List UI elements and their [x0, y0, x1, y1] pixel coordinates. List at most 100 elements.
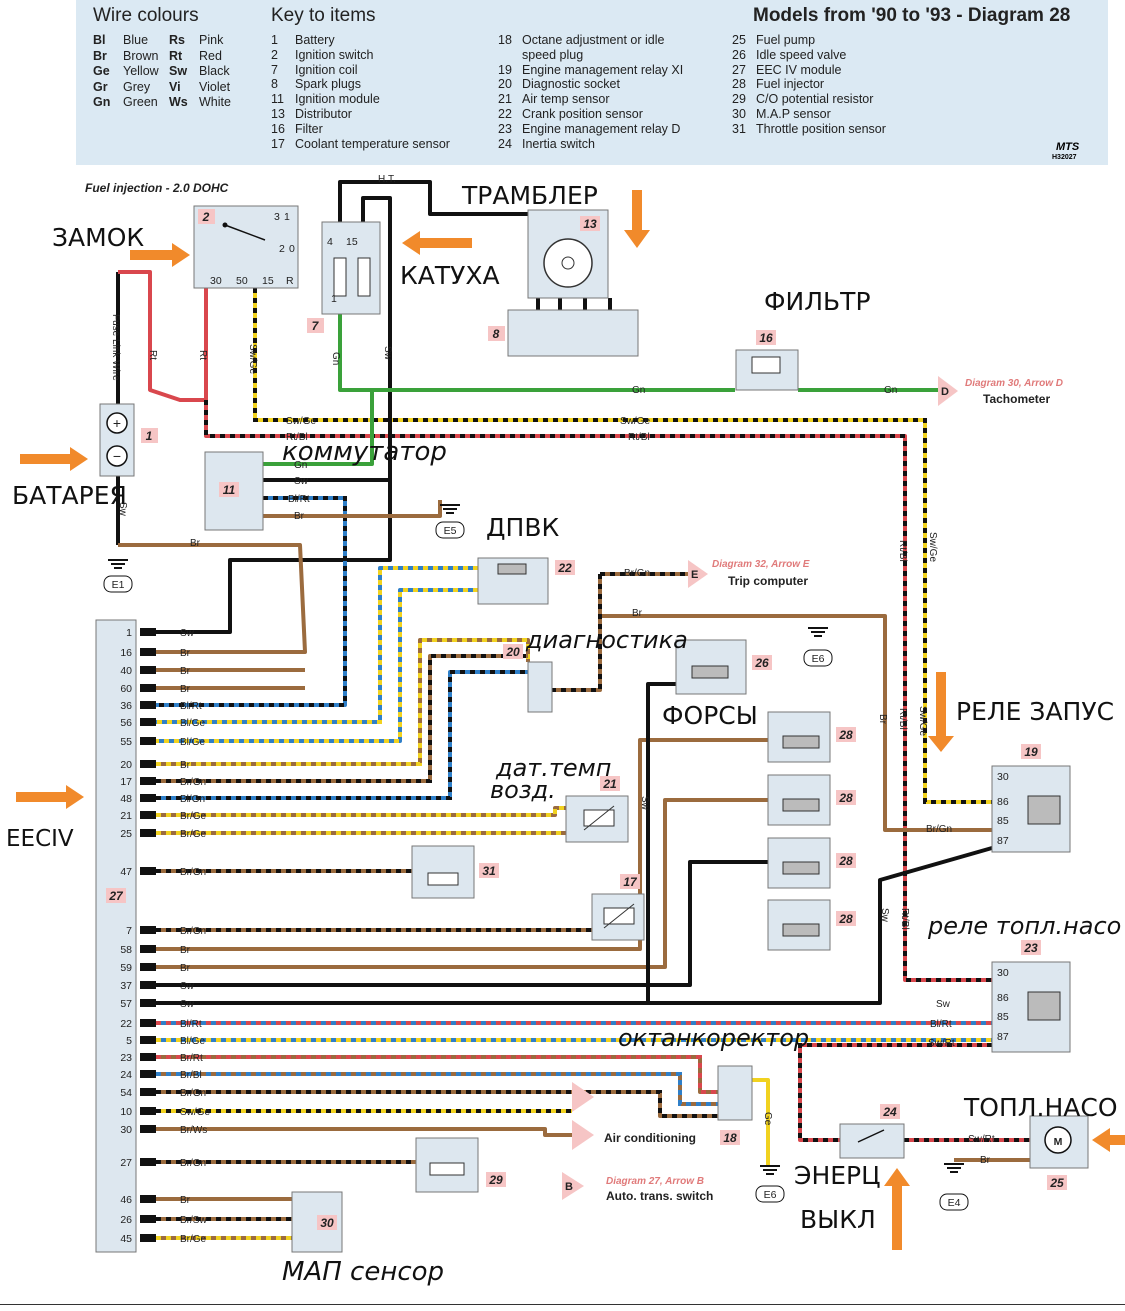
svg-text:Sw/Rt: Sw/Rt	[968, 1134, 995, 1145]
wire-colour-name: Yellow	[123, 64, 159, 78]
annotation-energ-1: ЭНЕРЦ	[794, 1161, 881, 1190]
ecu-pin-number: 45	[120, 1233, 132, 1245]
key-item: 17 Coolant temperature sensor	[271, 137, 450, 152]
wire-colour-code: Rt	[169, 48, 183, 63]
svg-text:86: 86	[997, 992, 1009, 1004]
wire-colour-code: Vi	[169, 79, 181, 94]
key-item-text: EEC IV module	[756, 62, 842, 77]
crank-position-sensor: 22	[477, 557, 575, 605]
ecu-pin-wire: Br/Ge	[180, 811, 207, 822]
svg-text:0: 0	[289, 243, 295, 255]
handwritten-annotations: ЗАМОК ТРАМБЛЕР КАТУХА ФИЛЬТР БАТАРЕЯ ком…	[6, 181, 1121, 1287]
svg-text:Fuel injection - 2.0 DOHC: Fuel injection - 2.0 DOHC	[85, 181, 229, 195]
svg-text:23: 23	[1023, 941, 1038, 955]
ecu-pin-number: 1	[126, 627, 132, 639]
key-item-text: Filter	[295, 121, 323, 136]
key-item-number: 1	[271, 33, 278, 47]
svg-text:85: 85	[997, 1011, 1009, 1023]
engine-management-relay-d: 23 30 86 85 87	[991, 940, 1071, 1053]
wire-swge-stripe	[253, 288, 992, 804]
svg-text:Rt: Rt	[147, 350, 158, 360]
wire-colour-code: Br	[93, 48, 107, 63]
key-item-text: Coolant temperature sensor	[295, 136, 450, 151]
svg-text:Sw: Sw	[936, 999, 951, 1010]
key-item-text: Fuel injector	[756, 77, 825, 92]
octane-adjustment-plug: 18	[717, 1065, 753, 1145]
ref-air-conditioning: Air conditioning	[572, 1082, 696, 1150]
ecu-pin-connector	[140, 666, 156, 674]
svg-text:11: 11	[223, 483, 236, 497]
svg-text:Sw: Sw	[117, 502, 128, 517]
co-potential-resistor: 29	[415, 1137, 506, 1193]
ground-e1: E1	[103, 559, 133, 593]
ecu-pin-connector	[140, 811, 156, 819]
wire-rtbl-stripe	[204, 400, 992, 982]
engine-management-relay-xi: 19 30 86 85 87	[991, 744, 1071, 853]
svg-text:E6: E6	[812, 653, 825, 665]
ignition-module: 11	[204, 451, 264, 531]
annotation-energ-2: ВЫКЛ	[800, 1205, 876, 1234]
wire-gn-module	[263, 390, 374, 466]
svg-text:Trip computer: Trip computer	[728, 574, 808, 588]
svg-text:30: 30	[997, 967, 1009, 979]
ecu-pin-wire: Sw	[180, 628, 195, 639]
svg-text:Diagram 32, Arrow E: Diagram 32, Arrow E	[712, 559, 810, 570]
ecu-pin-connector	[140, 1158, 156, 1166]
svg-text:3: 3	[274, 211, 280, 223]
wire-colour-name: Green	[123, 95, 158, 109]
ecu-pin-wire: Br/Ge	[180, 829, 207, 840]
svg-text:Bl/Rt: Bl/Rt	[930, 1019, 952, 1030]
annotation-vozd: возд.	[490, 776, 556, 804]
air-temp-sensor: 21	[565, 776, 629, 843]
eec-iv-module: 27	[95, 619, 137, 1253]
svg-text:4: 4	[327, 236, 333, 248]
svg-text:Ge: Ge	[762, 1112, 773, 1126]
ecu-pin-number: 5	[126, 1035, 132, 1047]
wire-diag	[156, 638, 530, 766]
annotation-rele-zapusk: РЕЛЕ ЗАПУС	[956, 697, 1114, 726]
wire-colours-title: Wire colours	[93, 5, 199, 26]
svg-text:Br: Br	[632, 608, 643, 619]
svg-text:26: 26	[754, 656, 769, 670]
key-title: Key to items	[271, 5, 376, 26]
key-item-number: 31	[732, 121, 746, 136]
arrow-up-icon	[884, 1168, 910, 1250]
svg-text:M: M	[1054, 1136, 1063, 1148]
svg-text:Gn: Gn	[632, 385, 645, 396]
distributor: 13	[527, 209, 609, 299]
svg-text:Br/Gn: Br/Gn	[624, 568, 650, 579]
ref-diagram-27: B Diagram 27, Arrow B Auto. trans. switc…	[562, 1172, 713, 1203]
wire-blrt-stripe	[156, 496, 347, 707]
key-item-number: 2	[271, 47, 278, 62]
svg-text:Diagram 30, Arrow D: Diagram 30, Arrow D	[965, 378, 1063, 389]
svg-text:1: 1	[284, 211, 290, 223]
ecu-pin-wire: Bl/Rt	[180, 1019, 202, 1030]
svg-text:31: 31	[482, 864, 496, 878]
ecu-pin-wire: Br	[180, 648, 191, 659]
key-item-number: 17	[271, 136, 285, 151]
ecu-pin-connector	[140, 926, 156, 934]
svg-text:7: 7	[312, 319, 320, 333]
ecu-pin-connector	[140, 829, 156, 837]
svg-text:25: 25	[1049, 1176, 1064, 1190]
